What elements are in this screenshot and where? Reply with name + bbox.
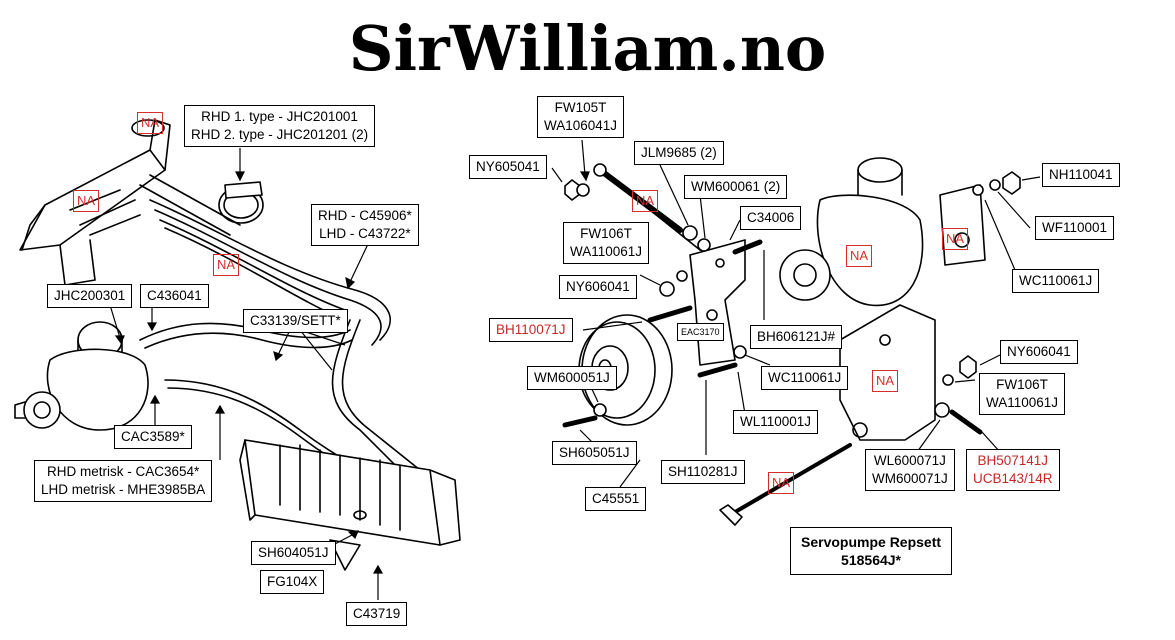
label-c33139: C33139/SETT* bbox=[243, 309, 348, 333]
label-nh110041: NH110041 bbox=[1042, 163, 1120, 187]
na-marker: NA bbox=[942, 228, 969, 250]
label-wm600061: WM600061 (2) bbox=[684, 175, 788, 199]
label-c43719: C43719 bbox=[346, 602, 408, 626]
na-marker: NA bbox=[213, 254, 240, 276]
label-bh606121j: BH606121J# bbox=[750, 325, 843, 349]
label-sh110281j: SH110281J bbox=[661, 460, 745, 484]
na-marker: NA bbox=[632, 190, 659, 212]
label-sh604051j: SH604051J bbox=[251, 541, 336, 565]
rear-bracket-drawing bbox=[839, 304, 936, 441]
servo-pump-drawing bbox=[779, 157, 986, 307]
na-marker: NA bbox=[872, 370, 899, 392]
label-wf110001: WF110001 bbox=[1035, 216, 1115, 240]
label-wc110061j-right: WC110061J bbox=[1012, 269, 1100, 293]
label-fg104x: FG104X bbox=[260, 570, 325, 594]
na-marker: NA bbox=[73, 190, 100, 212]
na-marker: NA bbox=[768, 472, 795, 494]
leader-lines bbox=[109, 139, 1041, 600]
label-jlm9685: JLM9685 (2) bbox=[634, 141, 724, 165]
na-marker: NA bbox=[137, 112, 164, 134]
adjust-link-drawing bbox=[593, 163, 701, 251]
label-jhc200301: JHC200301 bbox=[47, 284, 133, 308]
label-cac3589: CAC3589* bbox=[114, 425, 192, 449]
label-wm600051j: WM600051J bbox=[527, 366, 617, 390]
hose-clip-drawing bbox=[218, 181, 264, 224]
label-bh110071j: BH110071J bbox=[489, 318, 573, 342]
site-title: SirWilliam.no bbox=[348, 12, 827, 85]
na-marker: NA bbox=[846, 245, 873, 267]
label-c45551: C45551 bbox=[585, 487, 647, 511]
label-wl110001j: WL110001J bbox=[733, 410, 819, 434]
label-c34006: C34006 bbox=[740, 206, 802, 230]
label-sh605051j: SH605051J bbox=[552, 441, 637, 465]
label-metrisk: RHD metrisk - CAC3654*LHD metrisk - MHE3… bbox=[34, 460, 213, 502]
label-c436041: C436041 bbox=[140, 284, 209, 308]
label-ny606041-right: NY606041 bbox=[1000, 340, 1078, 364]
label-wc110061j-mid: WC110061J bbox=[761, 366, 849, 390]
label-ny606041-left: NY606041 bbox=[559, 275, 637, 299]
left-pump-drawing bbox=[14, 321, 149, 431]
label-eac3170: EAC3170 bbox=[677, 323, 724, 341]
oil-cooler-drawing bbox=[239, 439, 461, 571]
label-ny605041: NY605041 bbox=[469, 155, 547, 179]
fasteners-drawing bbox=[562, 171, 1021, 435]
long-bolt-drawing bbox=[719, 443, 852, 526]
label-c45906: RHD - C45906*LHD - C43722* bbox=[311, 204, 419, 246]
